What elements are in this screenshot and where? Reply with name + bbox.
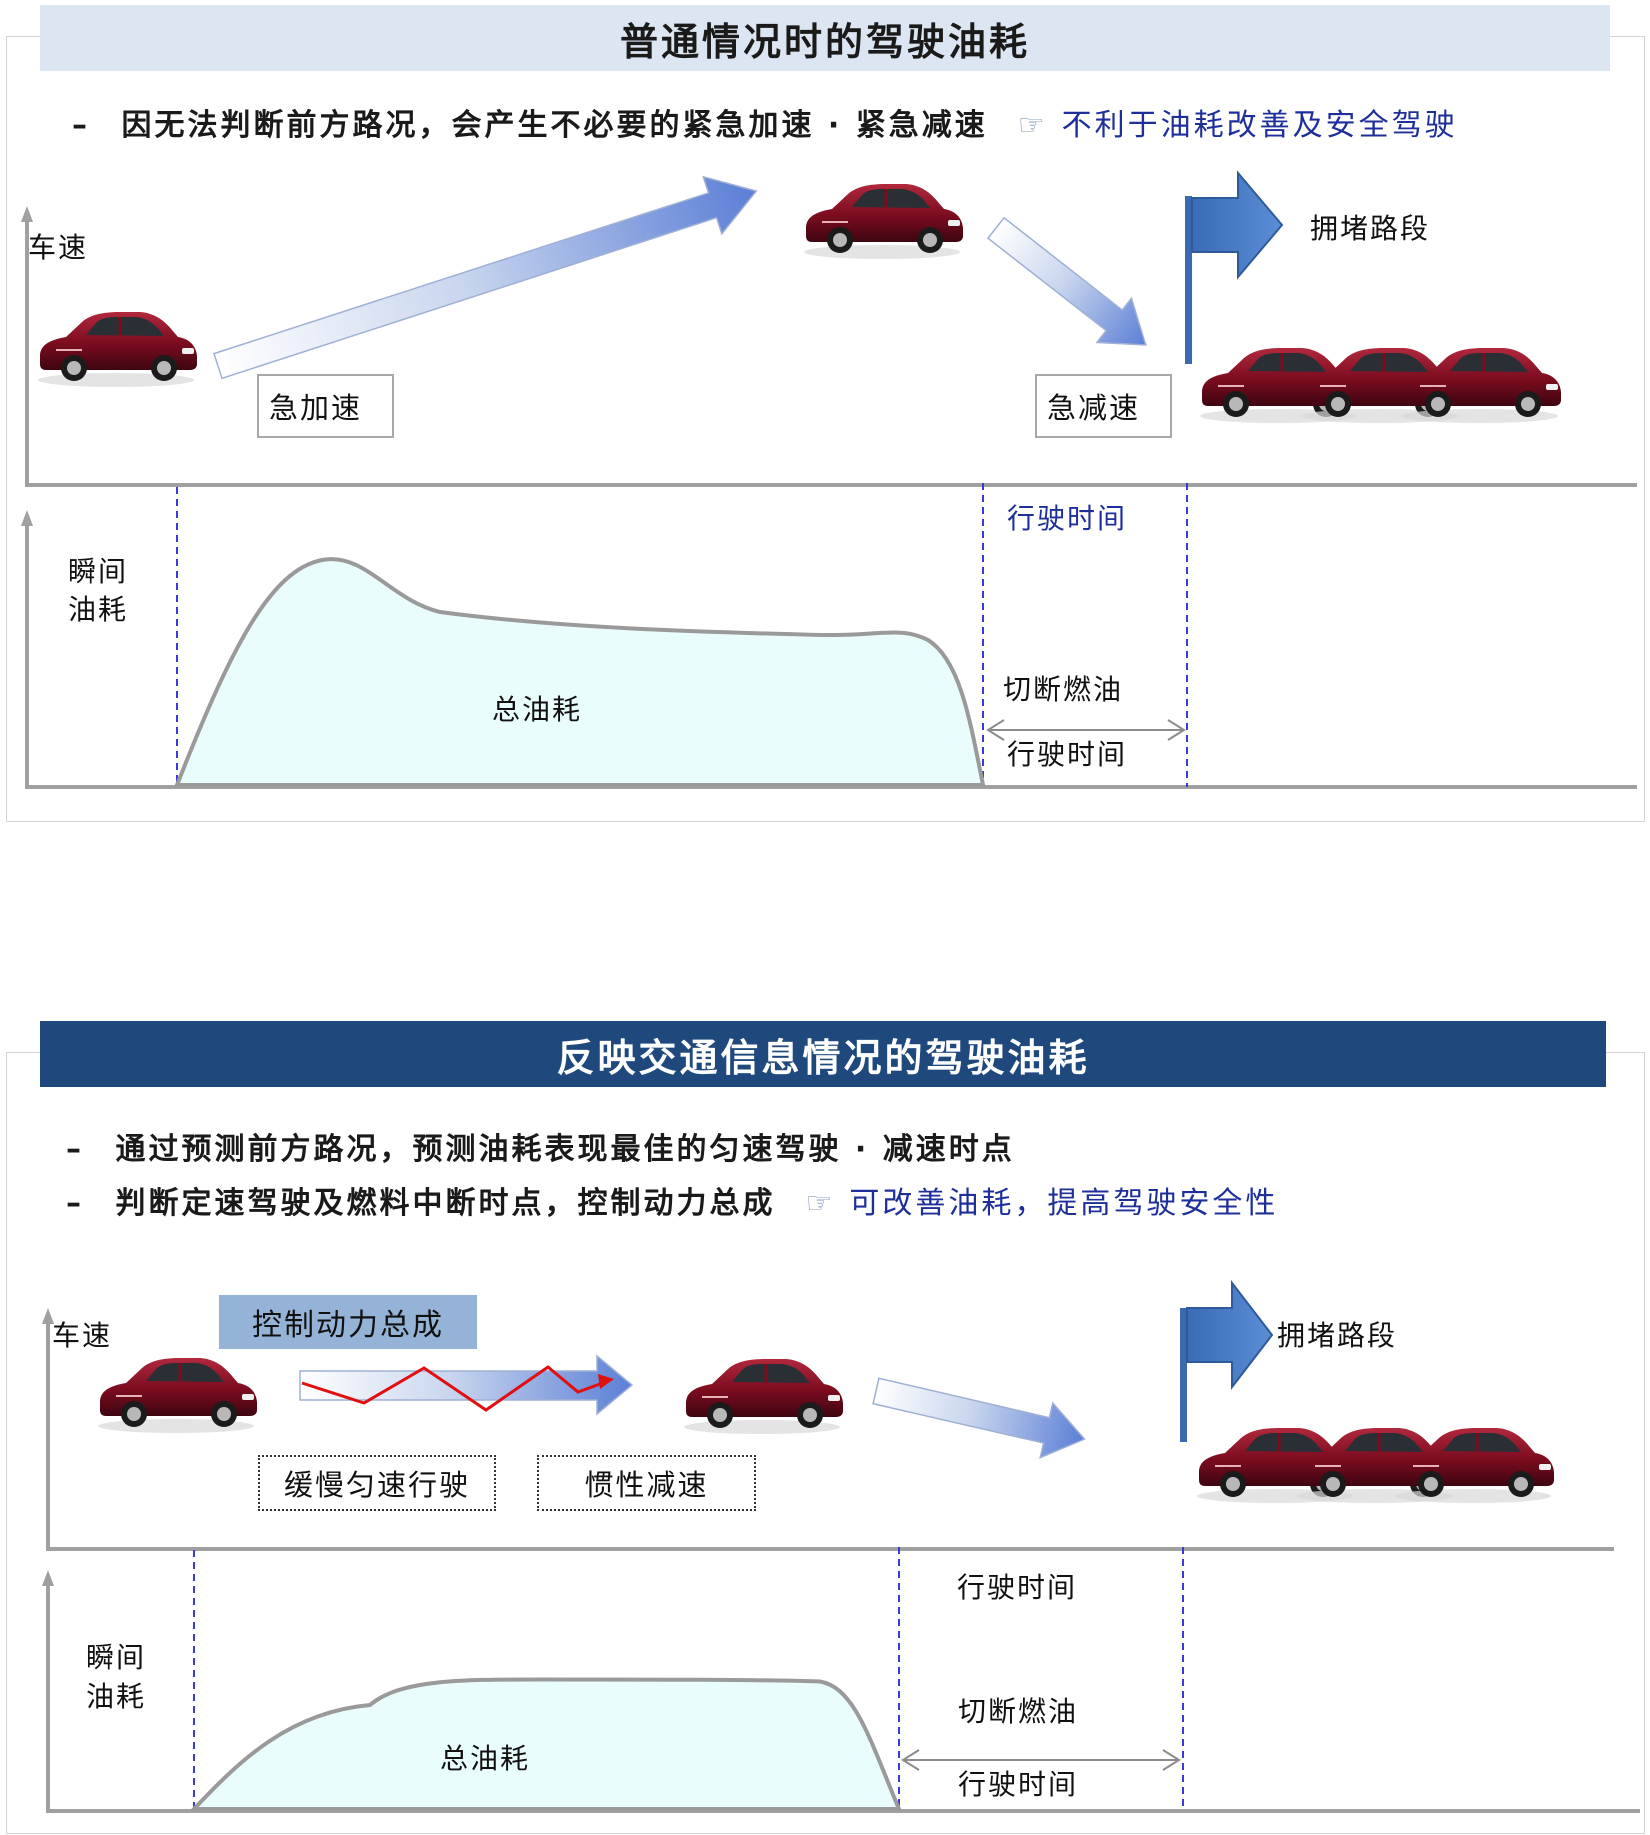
travel-time-bottom-label: 行驶时间 bbox=[958, 1768, 1079, 1801]
decel-box: 急减速 bbox=[1035, 374, 1172, 438]
section1-diagram bbox=[21, 170, 1637, 789]
fuel-consumption-area bbox=[189, 1677, 903, 1811]
speed-axis-label: 车速 bbox=[28, 231, 89, 264]
fuel-cut-label: 切断燃油 bbox=[1003, 673, 1124, 706]
car-icon-start bbox=[96, 1356, 259, 1435]
bullet-text: 因无法判断前方路况，会产生不必要的紧急加速 · 紧急减速 bbox=[121, 108, 988, 143]
congestion-label: 拥堵路段 bbox=[1310, 212, 1431, 245]
control-powertrain-box: 控制动力总成 bbox=[219, 1295, 477, 1349]
speed-axis-arrowhead bbox=[21, 206, 33, 222]
fuel-axis-label-line2: 油耗 bbox=[68, 593, 129, 626]
flag-icon bbox=[1180, 1280, 1274, 1442]
travel-time-bottom-label: 行驶时间 bbox=[1007, 738, 1128, 771]
section1-bullet: – 因无法判断前方路况，会产生不必要的紧急加速 · 紧急减速 ☞ 不利于油耗改善及安… bbox=[72, 100, 1458, 144]
section2-title: 反映交通信息情况的驾驶油耗 bbox=[40, 1021, 1606, 1087]
coast-decel-box: 惯性减速 bbox=[537, 1455, 756, 1511]
bullet-text: 判断定速驾驶及燃料中断时点，控制动力总成 bbox=[115, 1186, 776, 1221]
section1-title: 普通情况时的驾驶油耗 bbox=[40, 5, 1610, 71]
total-fuel-label: 总油耗 bbox=[492, 693, 583, 726]
fuel-consumption-area bbox=[174, 557, 986, 787]
fuel-axis-label-line2: 油耗 bbox=[86, 1680, 147, 1713]
speed-axis-label: 车速 bbox=[52, 1319, 113, 1352]
steady-speed-box: 缓慢匀速行驶 bbox=[258, 1455, 496, 1511]
pointing-hand-icon: ☞ bbox=[805, 1186, 836, 1221]
bullet-text: 通过预测前方路况，预测油耗表现最佳的匀速驾驶 · 减速时点 bbox=[115, 1132, 1015, 1167]
deceleration-arrow-icon bbox=[872, 1377, 1086, 1459]
speed-axis-arrowhead bbox=[42, 1308, 54, 1324]
zigzag-line bbox=[301, 1365, 609, 1412]
bullet-dash: – bbox=[66, 1132, 84, 1167]
bullet-dash: – bbox=[72, 108, 90, 143]
bullet-conclusion: 不利于油耗改善及安全驾驶 bbox=[1061, 108, 1458, 143]
section2-bullet-2: – 判断定速驾驶及燃料中断时点，控制动力总成 ☞ 可改善油耗，提高驾驶安全性 bbox=[66, 1178, 1278, 1222]
fuel-axis-arrowhead bbox=[21, 510, 33, 526]
section2-bullet-1: – 通过预测前方路况，预测油耗表现最佳的匀速驾驶 · 减速时点 bbox=[66, 1124, 1015, 1168]
fuel-axis-arrowhead bbox=[42, 1570, 54, 1586]
deceleration-arrow-icon bbox=[986, 216, 1147, 346]
pointing-hand-icon: ☞ bbox=[1017, 108, 1048, 143]
bullet-conclusion: 可改善油耗，提高驾驶安全性 bbox=[849, 1186, 1279, 1221]
flag-icon bbox=[1185, 170, 1284, 364]
acceleration-arrow-icon bbox=[213, 175, 758, 380]
total-fuel-label: 总油耗 bbox=[440, 1742, 531, 1775]
fuel-axis-label-line1: 瞬间 bbox=[86, 1641, 147, 1674]
travel-time-top-label: 行驶时间 bbox=[1007, 502, 1128, 535]
accel-box: 急加速 bbox=[257, 374, 394, 438]
congestion-label: 拥堵路段 bbox=[1277, 1319, 1398, 1352]
fuel-axis-label-line1: 瞬间 bbox=[68, 555, 129, 588]
fuel-cut-label: 切断燃油 bbox=[958, 1695, 1079, 1728]
travel-time-top-label: 行驶时间 bbox=[957, 1571, 1078, 1604]
car-icon-middle bbox=[682, 1357, 845, 1436]
steady-arrow-icon bbox=[299, 1354, 634, 1416]
bullet-dash: – bbox=[66, 1186, 84, 1221]
